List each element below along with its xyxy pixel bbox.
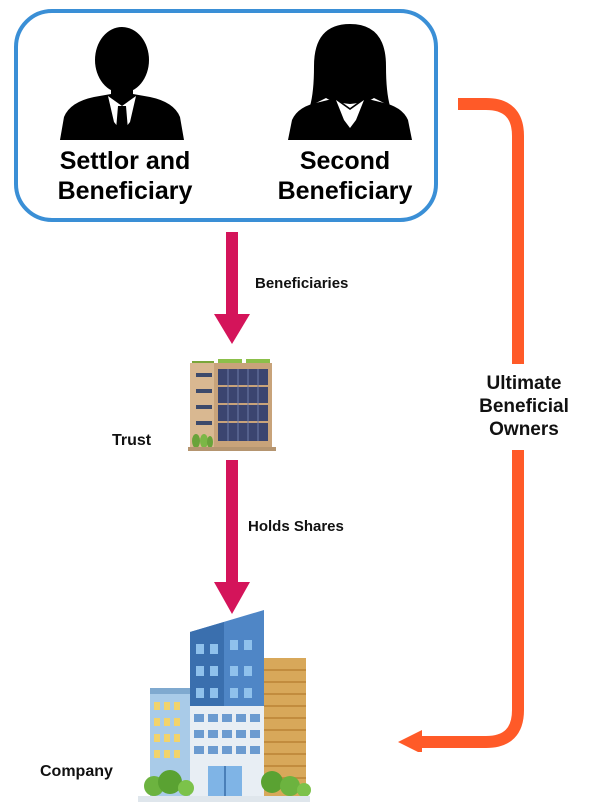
holds-shares-arrow	[214, 460, 250, 614]
woman-silhouette-icon	[288, 24, 412, 140]
ubo-label-line3: Owners	[489, 419, 559, 440]
ubo-arrow	[398, 98, 524, 752]
trust-label: Trust	[112, 432, 152, 449]
company-label: Company	[40, 763, 113, 780]
second-beneficiary-label: Second Beneficiary	[255, 146, 435, 206]
settlor-label-line2: Beneficiary	[57, 177, 193, 205]
man-silhouette-icon	[60, 27, 184, 140]
beneficiaries-label: Beneficiaries	[255, 275, 349, 292]
office-building-icon	[188, 359, 276, 451]
ubo-label-line1: Ultimate	[486, 373, 562, 394]
beneficiaries-arrow	[214, 232, 250, 344]
holds-shares-label: Holds Shares	[248, 518, 344, 535]
owners-box	[14, 9, 438, 222]
settlor-label: Settlor and Beneficiary	[30, 146, 220, 206]
second-label-line1: Second	[299, 147, 391, 175]
ubo-label: Ultimate Beneficial Owners	[466, 372, 582, 441]
second-label-line2: Beneficiary	[277, 177, 413, 205]
settlor-label-line1: Settlor and	[59, 147, 191, 175]
ubo-label-line2: Beneficial	[479, 396, 569, 417]
city-buildings-icon	[138, 610, 311, 802]
